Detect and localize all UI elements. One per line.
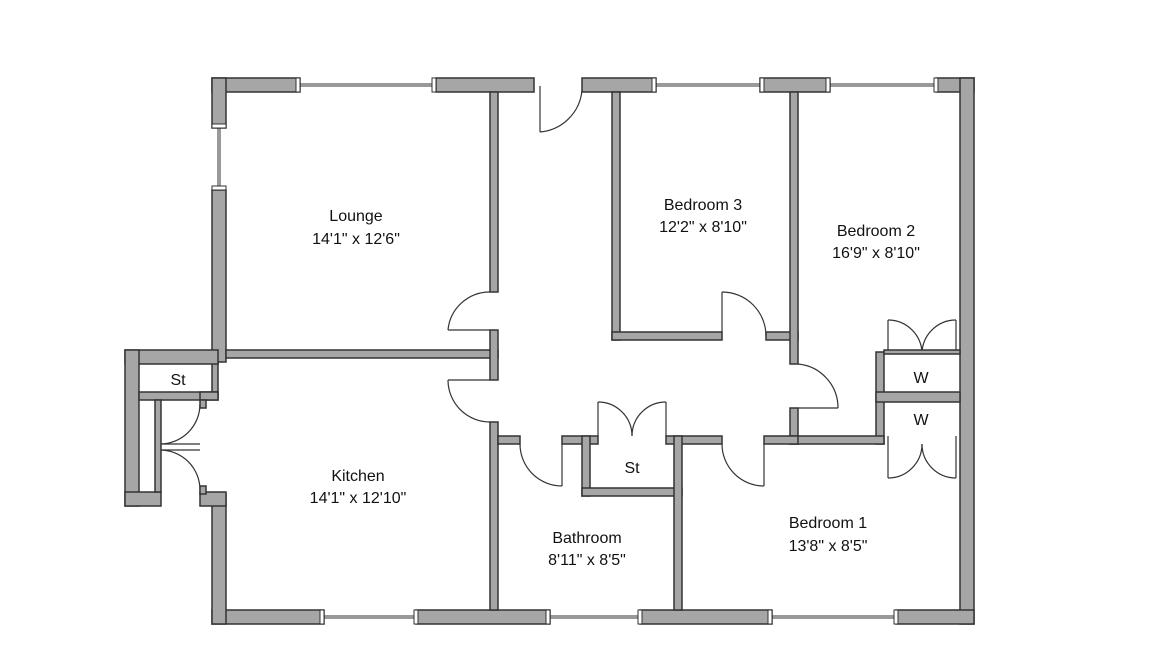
wall-hall-bottom-3 [665,435,723,445]
wall-hall-left-3 [489,421,499,611]
wall-bottom-1 [211,609,325,625]
wardrobe-label-lower: W [913,412,929,429]
wall-lounge-kitchen [225,349,499,359]
room-size-bathroom: 8'11" x 8'5" [548,552,626,569]
wall-bed2-bed1 [789,435,885,445]
room-name-kitchen: Kitchen [331,468,384,485]
wardrobe-label-upper: W [913,370,929,387]
room-name-lounge: Lounge [329,208,382,225]
store-label-left: St [170,372,186,389]
room-size-bedroom2: 16'9" x 8'10" [832,245,920,262]
wall-bed3-left [611,91,621,341]
wall-wardrobe-mid [875,391,961,403]
windows [211,77,939,625]
wall-hall-bottom-4 [763,435,799,445]
room-size-kitchen: 14'1" x 12'10" [310,490,407,507]
wall-hall-left-1 [489,91,499,293]
room-name-bathroom: Bathroom [552,530,621,547]
wall-bottom-3 [639,609,773,625]
wall-top-4 [759,77,831,93]
room-size-bedroom1: 13'8" x 8'5" [789,538,868,555]
wall-bottom-4 [895,609,975,625]
wall-top-3 [581,77,657,93]
wall-store-hall-left [581,435,591,497]
room-name-bedroom1: Bedroom 1 [789,515,867,532]
doors [154,86,961,495]
wall-hall-bottom-2 [561,435,599,445]
wall-right [959,77,975,625]
wall-left-store-top [211,361,219,397]
wall-store-bottom [124,491,162,507]
room-size-bedroom3: 12'2" x 8'10" [659,219,747,236]
wall-hall-bottom-1 [497,435,521,445]
wall-left-top [211,77,227,129]
wall-store-left [124,349,140,507]
room-name-bedroom3: Bedroom 3 [664,197,742,214]
room-name-bedroom2: Bedroom 2 [837,223,915,240]
room-labels: Lounge 14'1" x 12'6" Bedroom 3 12'2" x 8… [170,197,929,569]
wall-bed3-right [789,91,799,365]
wall-bottom-2 [415,609,551,625]
store-label-hall: St [624,460,640,477]
wall-top-2 [435,77,535,93]
wall-store-hall-bottom [581,487,683,497]
wall-left-mid [211,189,227,363]
wall-store-bottom-2 [199,491,227,507]
wall-left-bottom [211,493,227,625]
internal-walls [138,91,961,611]
room-size-lounge: 14'1" x 12'6" [312,231,400,248]
wall-bed3-bottom-1 [611,331,723,341]
wall-bath-bed1 [673,435,683,611]
wall-hall-left-2 [489,329,499,381]
